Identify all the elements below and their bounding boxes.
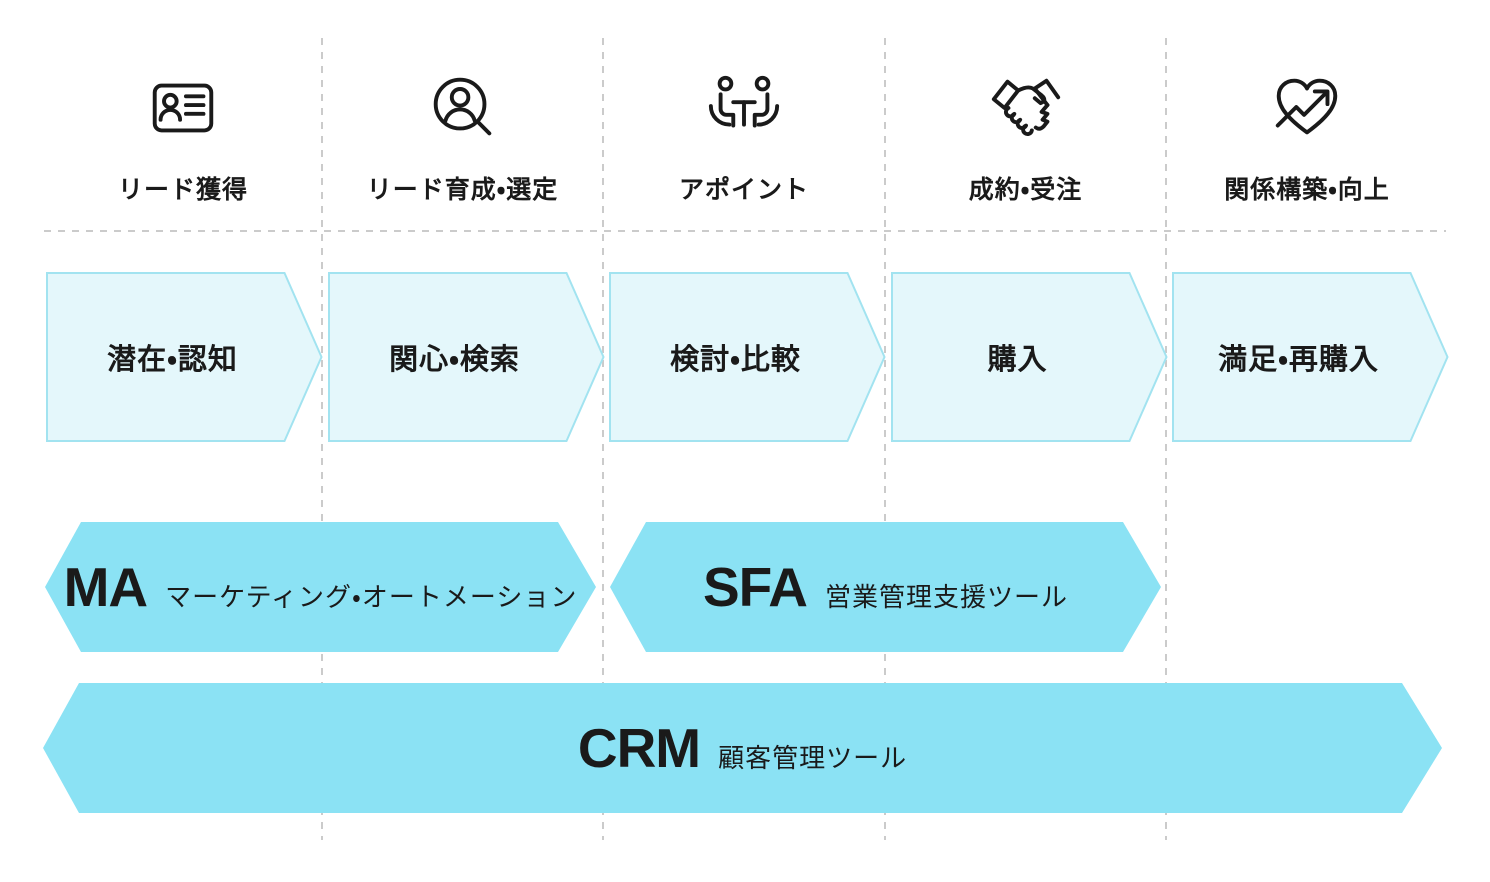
tool-description: 営業管理支援ツール: [824, 582, 1068, 612]
step-label: 満足・再購入: [1218, 344, 1379, 376]
stage-label: リード育成・選定: [366, 176, 559, 204]
id-card-icon: [152, 83, 214, 133]
tool-description: マーケティング・オートメーション: [165, 582, 578, 612]
tool-arrow-shape: [610, 522, 1161, 652]
tool-arrow-shape: [45, 522, 596, 652]
step-arrow-shape: [609, 272, 886, 442]
stage-label: リード獲得: [117, 176, 248, 204]
stage-label: 関係構築・向上: [1224, 176, 1390, 204]
step-label: 潜在・認知: [107, 344, 238, 376]
step-label: 関心・検索: [389, 344, 520, 376]
tool-acronym: CRM: [577, 717, 701, 779]
person-search-icon: [433, 77, 491, 136]
tool-arrow-sfa: SFA 営業管理支援ツール: [610, 522, 1161, 652]
stage-closing: 成約・受注: [885, 58, 1166, 218]
column-divider-2: [602, 38, 604, 840]
tool-arrow-crm: CRM 顧客管理ツール: [43, 683, 1442, 813]
stage-label: 成約・受注: [968, 176, 1083, 204]
funnel-step-interest: 関心・検索: [328, 272, 605, 442]
step-label: 購入: [987, 344, 1048, 376]
funnel-step-purchase: 購入: [891, 272, 1168, 442]
funnel-step-comparison: 検討・比較: [609, 272, 886, 442]
tool-acronym: SFA: [703, 556, 808, 618]
stage-lead-acquisition: リード獲得: [44, 58, 322, 218]
stage-lead-nurturing: リード育成・選定: [322, 58, 603, 218]
step-arrow-shape: [46, 272, 323, 442]
stage-relationship: 関係構築・向上: [1166, 58, 1448, 218]
column-divider-1: [321, 38, 323, 840]
tool-acronym: MA: [63, 556, 149, 618]
funnel-step-awareness: 潜在・認知: [46, 272, 323, 442]
stage-label: アポイント: [678, 176, 809, 204]
column-divider-3: [884, 38, 886, 840]
step-arrow-shape: [1172, 272, 1449, 442]
step-arrow-shape: [891, 272, 1168, 442]
tool-arrow-shape: [43, 683, 1442, 813]
tool-description: 顧客管理ツール: [718, 743, 908, 773]
handshake-icon: [991, 78, 1060, 136]
step-label: 検討・比較: [670, 344, 801, 376]
stage-appointment: アポイント: [603, 58, 885, 218]
column-divider-4: [1165, 38, 1167, 840]
funnel-step-repeat: 満足・再購入: [1172, 272, 1449, 442]
step-arrow-shape: [328, 272, 605, 442]
tool-arrow-ma: MA マーケティング・オートメーション: [45, 522, 596, 652]
heart-growth-icon: [1275, 78, 1338, 135]
header-divider: [44, 230, 1446, 232]
meeting-icon: [708, 75, 780, 128]
